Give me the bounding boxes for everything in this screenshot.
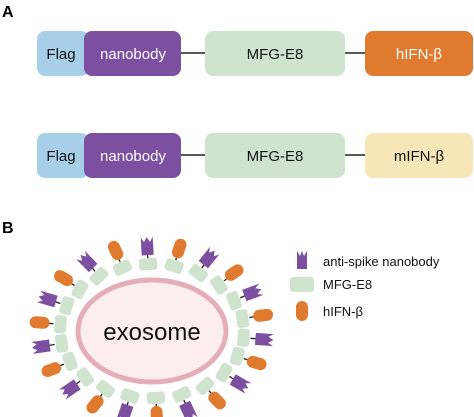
exosome-vesicle (75, 277, 229, 385)
legend-label: MFG-E8 (323, 277, 372, 292)
ifn-marker (224, 264, 244, 281)
nanobody-marker (36, 290, 58, 308)
nanobody-marker (58, 379, 81, 400)
nanobody-box (84, 31, 181, 76)
legend-item-ifn: hIFN-β (296, 301, 363, 321)
ifn-marker (107, 240, 124, 261)
mfge8-block (59, 296, 75, 316)
nanobody-box (84, 133, 181, 178)
mfge8-block (54, 334, 69, 353)
mfge8-block (54, 315, 67, 334)
mfge8-block (229, 346, 245, 366)
mfge8-block (164, 258, 184, 274)
mfge8-box (205, 31, 345, 76)
legend: anti-spike nanobody MFG-E8 hIFN-β (290, 251, 440, 321)
nanobody-marker (116, 403, 134, 417)
construct-2: Flag nanobody MFG-E8 mIFN-β (37, 133, 473, 178)
ifn-marker (150, 405, 164, 417)
legend-item-mfge8: MFG-E8 (290, 277, 372, 292)
flag-box (37, 31, 89, 76)
nanobody-marker (254, 332, 274, 347)
ifn-marker (86, 395, 104, 414)
cytokine-label: hIFN-β (396, 46, 443, 63)
flag-box (37, 133, 89, 178)
nanobody-marker (198, 246, 220, 269)
mfge8-icon (290, 277, 314, 292)
panel-a-label: A (2, 4, 14, 21)
nanobody-label: nanobody (100, 46, 166, 63)
mfge8-box (205, 133, 345, 178)
nanobody-marker (76, 250, 98, 273)
mfge8-block (171, 386, 192, 403)
nanobody-icon (297, 251, 307, 269)
mfge8-block (226, 290, 242, 311)
legend-item-nanobody: anti-spike nanobody (297, 251, 440, 269)
mfge8-block (215, 363, 233, 383)
mfge8-block (235, 309, 250, 328)
mfge8-label: MFG-E8 (247, 46, 304, 63)
cytokine-box (365, 133, 473, 178)
ifn-marker (54, 270, 73, 287)
mfge8-block (195, 376, 215, 396)
nanobody-marker (31, 339, 51, 354)
mfge8-block (120, 388, 140, 404)
ifn-marker (246, 355, 267, 371)
flag-label: Flag (46, 148, 75, 165)
mfge8-block (76, 367, 94, 387)
construct-1: Flag nanobody MFG-E8 hIFN-β (37, 31, 473, 76)
cytokine-box (365, 31, 473, 76)
legend-label: anti-spike nanobody (323, 254, 440, 269)
mfge8-block (96, 379, 116, 398)
mfge8-block (188, 264, 208, 283)
ifn-marker (208, 391, 226, 410)
panel-b-label: B (2, 220, 14, 237)
nanobody-marker (242, 283, 264, 302)
exosome-label: exosome (103, 319, 200, 346)
mfge8-block (112, 259, 133, 276)
ifn-marker (171, 238, 187, 259)
cytokine-label: mIFN-β (394, 148, 445, 165)
nanobody-marker (229, 374, 252, 394)
ifn-marker (253, 308, 274, 322)
mfge8-block (62, 351, 78, 372)
nanobody-label: nanobody (100, 148, 166, 165)
mfge8-block (146, 391, 166, 405)
ifn-icon (296, 301, 308, 321)
legend-label: hIFN-β (323, 304, 363, 319)
nanobody-marker (140, 236, 154, 256)
mfge8-block (71, 279, 89, 299)
exosome-surface-proteins (29, 236, 274, 417)
mfge8-block (210, 275, 228, 295)
flag-label: Flag (46, 46, 75, 63)
mfge8-block (89, 266, 109, 286)
ifn-marker (29, 316, 50, 329)
mfge8-label: MFG-E8 (247, 148, 304, 165)
mfge8-block (138, 257, 158, 271)
nanobody-marker (179, 400, 198, 417)
mfge8-block (237, 328, 250, 347)
ifn-marker (41, 362, 62, 377)
